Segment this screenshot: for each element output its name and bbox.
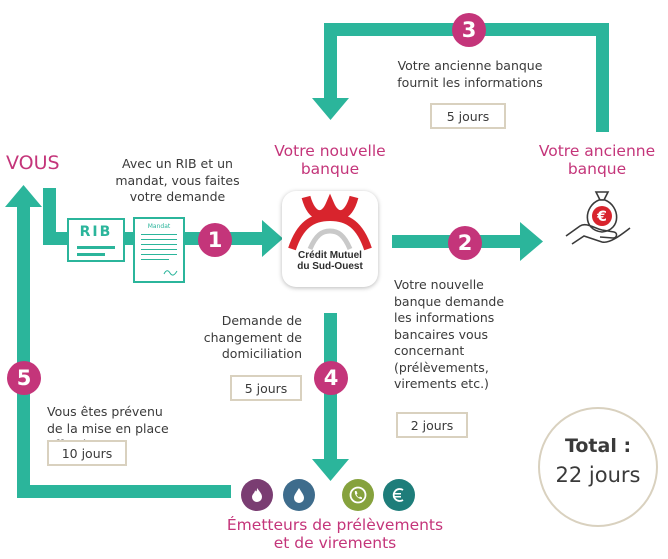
- step-1-badge: 1: [198, 223, 232, 257]
- rib-label: RIB: [79, 224, 113, 240]
- arrow-3-head: [312, 98, 349, 120]
- total-value: 22 jours: [555, 463, 641, 487]
- step-2-badge: 2: [448, 226, 482, 260]
- nouvelle-banque-label: Votre nouvelle banque: [274, 142, 386, 178]
- arrow-3-down: [324, 23, 337, 100]
- arrow-2-head: [520, 222, 543, 261]
- vous-label: VOUS: [6, 152, 60, 174]
- arrow-1-head: [262, 220, 283, 257]
- step-3-duration: 5 jours: [430, 103, 506, 129]
- euro-symbol: €: [596, 209, 607, 225]
- step-3-text: Votre ancienne banque fournit les inform…: [397, 58, 543, 90]
- step-4-duration: 5 jours: [230, 375, 302, 401]
- total-label: Total :: [564, 435, 632, 457]
- emetteurs-label: Émetteurs de prélèvements et de virement…: [226, 516, 444, 552]
- euro-icon: [383, 479, 415, 511]
- bank-logo-name: Crédit Mutuel du Sud-Ouest: [297, 250, 363, 272]
- step-5-badge: 5: [7, 361, 41, 395]
- step-5-duration: 10 jours: [47, 440, 127, 466]
- arrow-5-up: [17, 204, 30, 498]
- mandat-document-icon: Mandat: [133, 217, 185, 283]
- step-4-text: Demande de changement de domiciliation: [203, 313, 302, 361]
- rib-document-icon: RIB: [67, 218, 125, 262]
- money-bag-hand-icon: €: [565, 191, 631, 245]
- step-2-duration: 2 jours: [396, 412, 468, 438]
- arrow-5-right: [17, 485, 231, 498]
- arrow-4-head: [312, 459, 349, 481]
- mandat-label: Mandat: [147, 223, 171, 230]
- phone-icon: [342, 479, 374, 511]
- arrow-3-up: [596, 36, 609, 132]
- total-circle: Total : 22 jours: [538, 407, 658, 527]
- arrow-5-head: [5, 185, 42, 207]
- step-1-text: Avec un RIB et un mandat, vous faites vo…: [115, 156, 240, 204]
- credit-mutuel-logo: Crédit Mutuel du Sud-Ouest: [282, 191, 378, 287]
- ancienne-banque-label: Votre ancienne banque: [538, 142, 656, 178]
- step-2-text: Votre nouvelle banque demande les inform…: [394, 277, 505, 391]
- water-drop-icon: [283, 479, 315, 511]
- arrow-1-down: [43, 188, 56, 245]
- step-3-badge: 3: [452, 13, 486, 47]
- step-4-badge: 4: [314, 361, 348, 395]
- fire-icon: [241, 479, 273, 511]
